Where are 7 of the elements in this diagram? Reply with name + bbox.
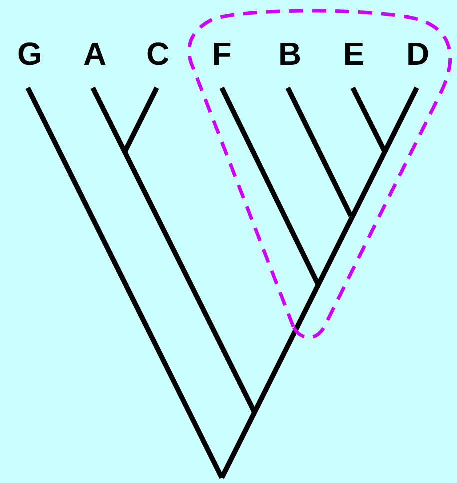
taxon-label: G (18, 38, 42, 70)
taxon-label: D (406, 38, 430, 70)
taxon-label: E (343, 38, 365, 70)
taxon-label: C (146, 38, 170, 70)
taxon-label: F (212, 38, 232, 70)
taxon-label: B (278, 38, 302, 70)
taxon-label: A (83, 38, 107, 70)
